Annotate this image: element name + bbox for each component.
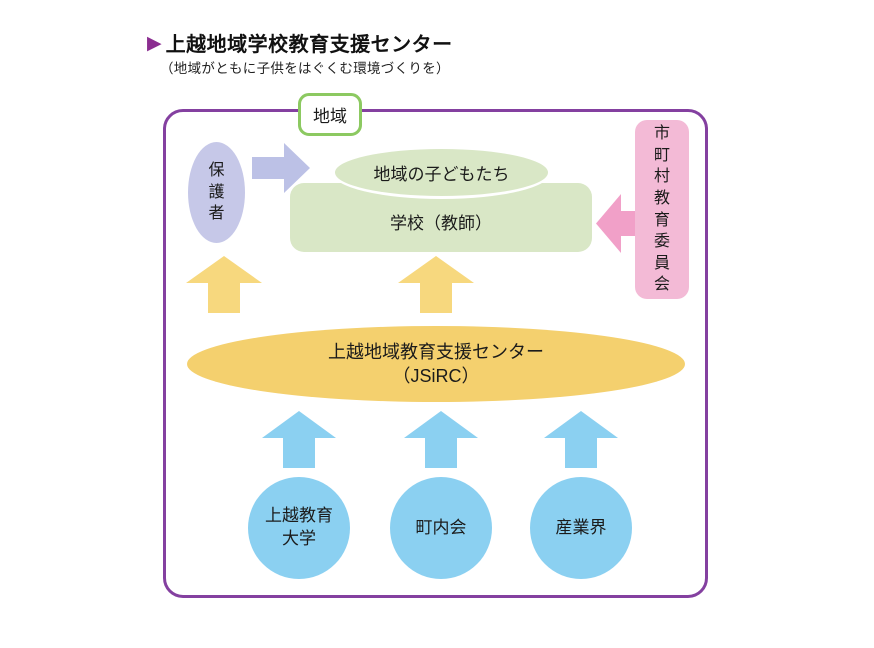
node-education-board: 市町村教育委員会 <box>635 120 689 299</box>
node-children-label: 地域の子どもたち <box>373 165 510 184</box>
node-support-center: 上越地域教育支援センター （JSiRC） <box>187 326 685 402</box>
node-school-label: 学校（教師） <box>390 214 492 233</box>
node-university-line2: 大学 <box>282 529 316 548</box>
header: ▶ 上越地域学校教育支援センター <box>147 28 453 57</box>
node-university-line1: 上越教育 <box>265 506 333 526</box>
node-support-center-line2: （JSiRC） <box>392 366 480 386</box>
node-support-center-line1: 上越地域教育支援センター <box>328 341 544 362</box>
arrow-left-icon <box>596 194 636 253</box>
arrow-up-icon <box>404 411 478 468</box>
node-parents-label: 保護者 <box>208 162 225 223</box>
node-industry-label: 産業界 <box>555 517 607 537</box>
arrow-up-icon <box>186 256 262 313</box>
node-neighborhood-association: 町内会 <box>390 477 492 579</box>
node-university: 上越教育 大学 <box>248 477 350 579</box>
page-subtitle: （地域がともに子供をはぐくむ環境づくりを） <box>160 61 450 76</box>
arrow-up-icon <box>262 411 336 468</box>
node-industry: 産業界 <box>530 477 632 579</box>
page-title: 上越地域学校教育支援センター <box>165 34 453 56</box>
arrow-right-icon <box>252 143 310 193</box>
node-parents: 保護者 <box>188 142 245 243</box>
node-children: 地域の子どもたち <box>332 146 551 199</box>
arrow-up-icon <box>398 256 474 313</box>
region-label: 地域 <box>298 93 362 136</box>
arrow-up-icon <box>544 411 618 468</box>
node-education-board-label: 市町村教育委員会 <box>653 125 670 294</box>
node-neighborhood-association-label: 町内会 <box>415 517 467 537</box>
title-marker-icon: ▶ <box>147 33 162 54</box>
